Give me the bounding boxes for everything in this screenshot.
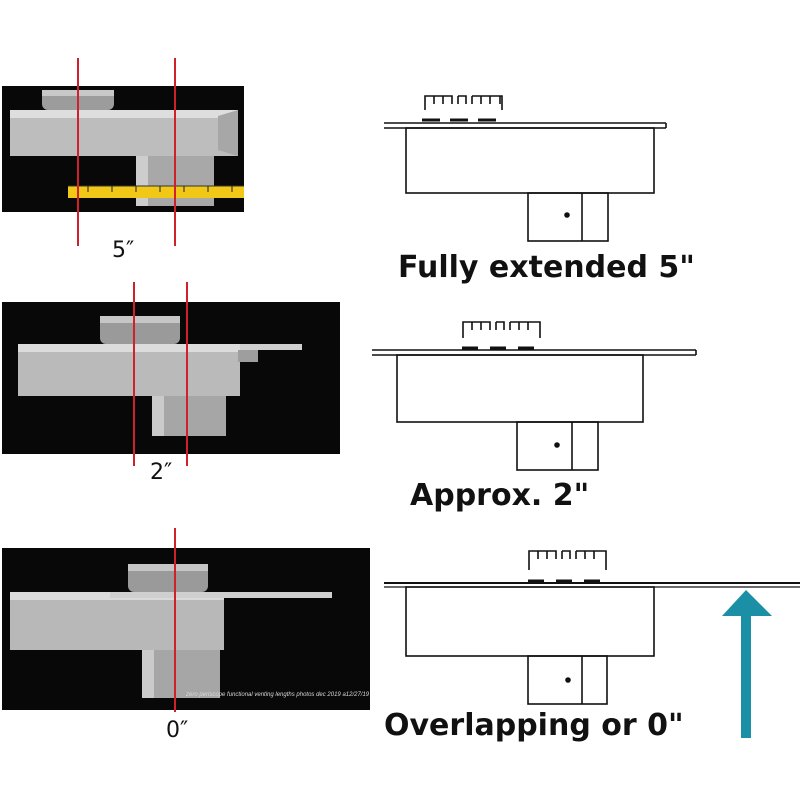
drawing-approx-2 — [372, 321, 697, 471]
caption-overlapping: Overlapping or 0" — [384, 708, 684, 743]
caption-fully-extended: Fully extended 5" — [398, 250, 695, 285]
periscope-photo-3 — [10, 564, 332, 698]
guide-line-left-1 — [77, 58, 79, 246]
photo-watermark: zero periscope functional venting length… — [186, 692, 370, 698]
photo-approx-2 — [2, 302, 340, 454]
drawing-fully-extended — [384, 95, 667, 242]
caption-approx-2: Approx. 2" — [410, 478, 590, 513]
periscope-photo-2 — [18, 316, 302, 436]
drawing-overlapping — [384, 550, 800, 705]
photo-overlapping: zero periscope functional venting length… — [2, 548, 370, 710]
measurement-label-3: 0″ — [166, 718, 189, 743]
guide-line-right-1 — [174, 58, 176, 246]
measurement-label-1: 5″ — [112, 238, 135, 263]
guide-line-left-2 — [133, 282, 135, 466]
guide-line-right-2 — [186, 282, 188, 466]
guide-line-3 — [174, 528, 176, 712]
measurement-label-2: 2″ — [150, 460, 173, 485]
up-arrow-icon — [722, 590, 772, 738]
